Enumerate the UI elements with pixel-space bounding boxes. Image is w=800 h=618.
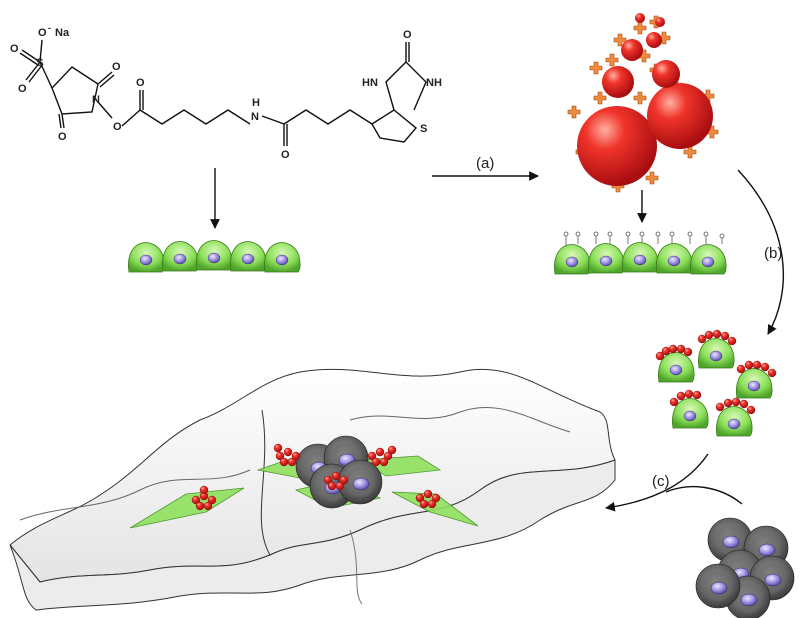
atom-minus: - <box>48 23 51 33</box>
atom-s-sulfonate: S <box>36 57 43 69</box>
scaffold-front-edge <box>9 459 616 611</box>
atom-o-urea: O <box>403 29 412 41</box>
label-step-a: (a) <box>476 155 494 172</box>
molecule-atom-labels: O - Na S O O O O N O O N H O O HN NH S <box>10 23 442 161</box>
atom-o-amide: O <box>281 149 290 161</box>
biotin-tags <box>563 231 725 246</box>
atom-o-link: O <box>113 121 122 133</box>
arrow-step-b <box>737 169 784 335</box>
atom-nh-right: NH <box>426 77 442 89</box>
atom-h-amide: H <box>252 97 260 109</box>
atom-n-nhs: N <box>92 94 100 106</box>
label-step-b: (b) <box>764 245 782 262</box>
atom-o-minus: O <box>38 27 47 39</box>
bead-small-5 <box>635 13 645 23</box>
atom-o-ester: O <box>136 77 145 89</box>
cell-monolayer-biotinylated <box>554 231 727 275</box>
streptavidin-bead-cluster <box>567 13 719 193</box>
atom-o-ring-top: O <box>112 61 121 73</box>
scaffold-seam <box>349 529 363 605</box>
bead-coated-cells <box>655 329 777 437</box>
atom-o-sulfonate-left: O <box>10 43 19 55</box>
scaffold-inner-crease <box>260 409 271 556</box>
scaffold-ridge-1 <box>19 469 251 521</box>
bead-small-2 <box>652 60 680 88</box>
arrow-step-c-join <box>665 486 743 505</box>
bead-small-1 <box>602 66 634 98</box>
bead-small-6 <box>655 17 665 27</box>
atom-o-sulfonate-bottom: O <box>18 83 27 95</box>
bead-large <box>577 106 657 186</box>
atom-nh-left: HN <box>362 77 378 89</box>
atom-nh-amide: N <box>251 111 259 123</box>
bead-small-3 <box>621 39 643 61</box>
label-step-c: (c) <box>652 473 670 490</box>
target-cell-cluster <box>695 517 795 618</box>
atom-o-ring-bottom: O <box>58 131 67 143</box>
arrows <box>210 168 784 512</box>
scaffold-ridge-2 <box>349 407 571 433</box>
arrow-step-c <box>605 453 709 512</box>
atom-na: Na <box>55 27 70 39</box>
cell-monolayer-plain <box>128 240 301 273</box>
atom-s-thiolane: S <box>420 123 427 135</box>
bead-medium <box>647 83 713 149</box>
sulfo-nhs-lc-biotin-structure <box>19 39 427 146</box>
bead-small-4 <box>646 32 662 48</box>
